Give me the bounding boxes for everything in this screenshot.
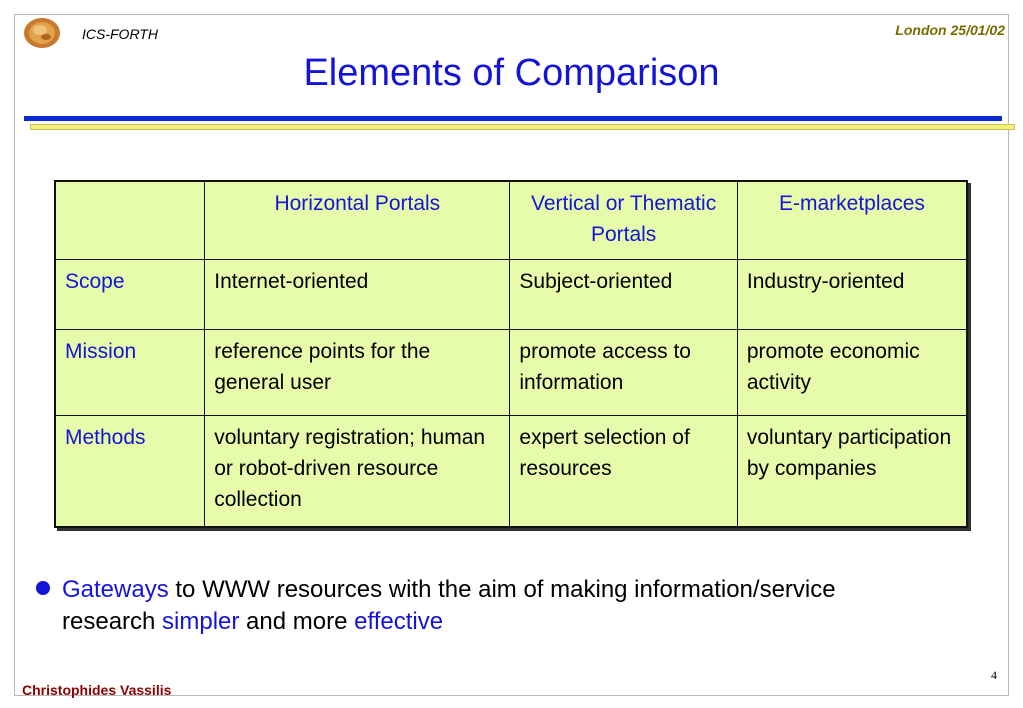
title-rule-yellow xyxy=(30,124,1015,130)
table-cell: reference points for the general user xyxy=(204,329,511,417)
table-cell: promote access to information xyxy=(509,329,738,417)
table-cell: promote economic activity xyxy=(736,329,968,417)
table-header-row: Horizontal Portals Vertical or Thematic … xyxy=(54,180,968,261)
org-name: ICS-FORTH xyxy=(82,26,158,42)
highlight-effective: effective xyxy=(354,608,444,635)
table-header-cell: Vertical or Thematic Portals xyxy=(509,180,738,261)
row-label: Methods xyxy=(54,415,206,528)
bullet-text: to WWW resources with the aim of making … xyxy=(168,576,836,603)
ics-forth-logo-icon xyxy=(22,16,62,50)
bullet-point: Gateways to WWW resources with the aim o… xyxy=(36,574,1006,638)
bullet-line-2: research simpler and more effective xyxy=(36,606,1006,638)
table-cell: Industry-oriented xyxy=(736,259,968,331)
table-row: Mission reference points for the general… xyxy=(54,329,968,417)
table-cell: voluntary registration; human or robot-d… xyxy=(204,415,511,528)
table-cell: expert selection of resources xyxy=(509,415,738,528)
comparison-table: Horizontal Portals Vertical or Thematic … xyxy=(54,180,968,528)
table-cell: Internet-oriented xyxy=(204,259,511,331)
table-cell: Subject-oriented xyxy=(509,259,738,331)
table-header-cell xyxy=(54,180,206,261)
row-label: Scope xyxy=(54,259,206,331)
table-row: Methods voluntary registration; human or… xyxy=(54,415,968,528)
highlight-gateways: Gateways xyxy=(62,576,169,603)
bullet-dot-icon xyxy=(36,581,50,595)
table-cell: voluntary participation by companies xyxy=(736,415,968,528)
title-rule-blue xyxy=(24,116,1002,121)
bullet-line-1: Gateways to WWW resources with the aim o… xyxy=(36,574,1006,606)
bullet-text: and more xyxy=(239,608,355,635)
highlight-simpler: simpler xyxy=(162,608,240,635)
slide-title: Elements of Comparison xyxy=(303,52,720,94)
table-header-cell: E-marketplaces xyxy=(736,180,968,261)
author-name: Christophides Vassilis xyxy=(22,682,172,698)
bullet-text: research xyxy=(62,608,163,635)
slide-frame xyxy=(14,14,1009,696)
table-header-cell: Horizontal Portals xyxy=(204,180,511,261)
page-number: 4 xyxy=(991,668,997,682)
date-label: London 25/01/02 xyxy=(895,22,1005,38)
table-row: Scope Internet-oriented Subject-oriented… xyxy=(54,259,968,331)
row-label: Mission xyxy=(54,329,206,417)
